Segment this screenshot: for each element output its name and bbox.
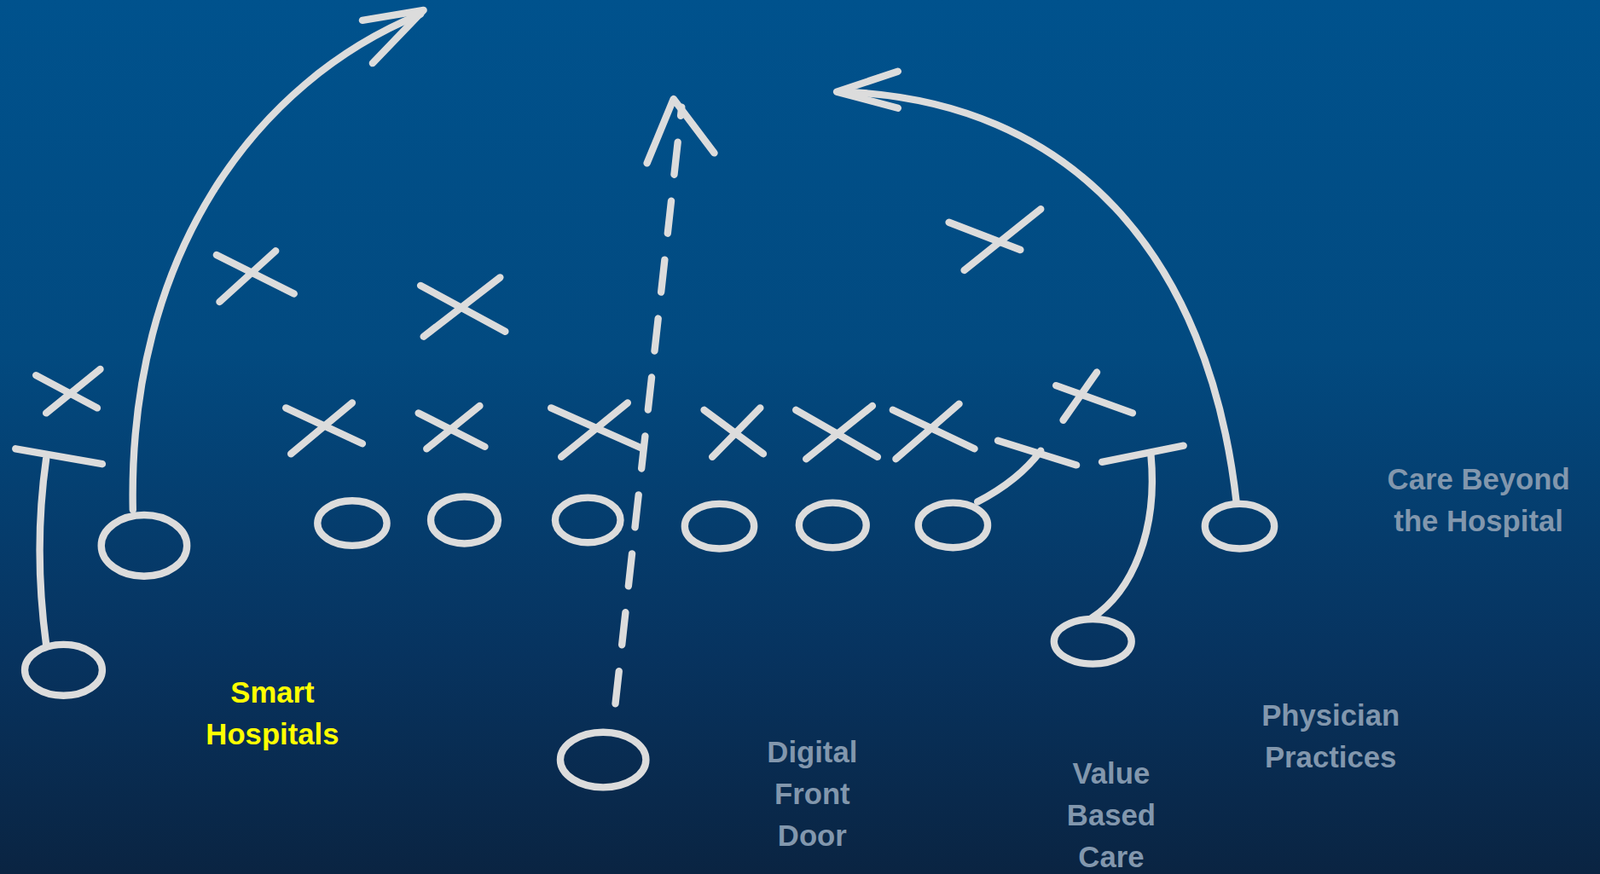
defender-x (418, 405, 486, 449)
player-circle (560, 732, 646, 789)
route-dashed-line (615, 107, 683, 705)
player-circle (1205, 504, 1275, 550)
route-line (133, 14, 421, 511)
defender-x (1055, 372, 1133, 421)
play-label: Physician Practices (1238, 695, 1422, 779)
defender-x (704, 407, 764, 457)
block-bar (15, 448, 103, 464)
player-circle (918, 503, 988, 549)
defender-x (420, 277, 505, 337)
route-arrowhead (362, 10, 424, 64)
player-circle (684, 504, 754, 550)
defender-x (892, 404, 975, 460)
play-label: Digital Front Door (751, 731, 875, 858)
player-circle (1054, 619, 1132, 665)
player-circle (101, 515, 187, 577)
play-label: Value Based Care (1049, 753, 1173, 874)
play-label: Smart Hospitals (191, 672, 354, 756)
block-bar (1101, 446, 1184, 463)
defender-x (795, 405, 878, 459)
player-circle (317, 500, 387, 546)
defender-x (216, 250, 295, 302)
route-arrowhead (836, 71, 899, 109)
defender-x (949, 208, 1042, 271)
route-line (841, 92, 1237, 505)
route-arrowhead (647, 98, 715, 163)
play-label: Care Beyond the Hospital (1376, 458, 1581, 543)
player-circle (555, 498, 621, 544)
block-line (977, 451, 1041, 503)
block-line (1091, 454, 1153, 618)
routes (133, 10, 1237, 704)
defender-x (35, 369, 100, 413)
blocks (15, 440, 1183, 645)
player-circle (430, 496, 499, 544)
defender-x (285, 402, 363, 454)
player-circle (799, 503, 867, 549)
player-circle (24, 644, 103, 696)
defense-marks (35, 208, 1133, 459)
block-line (39, 458, 47, 645)
defender-x (550, 402, 644, 457)
offense-circles (24, 496, 1275, 788)
